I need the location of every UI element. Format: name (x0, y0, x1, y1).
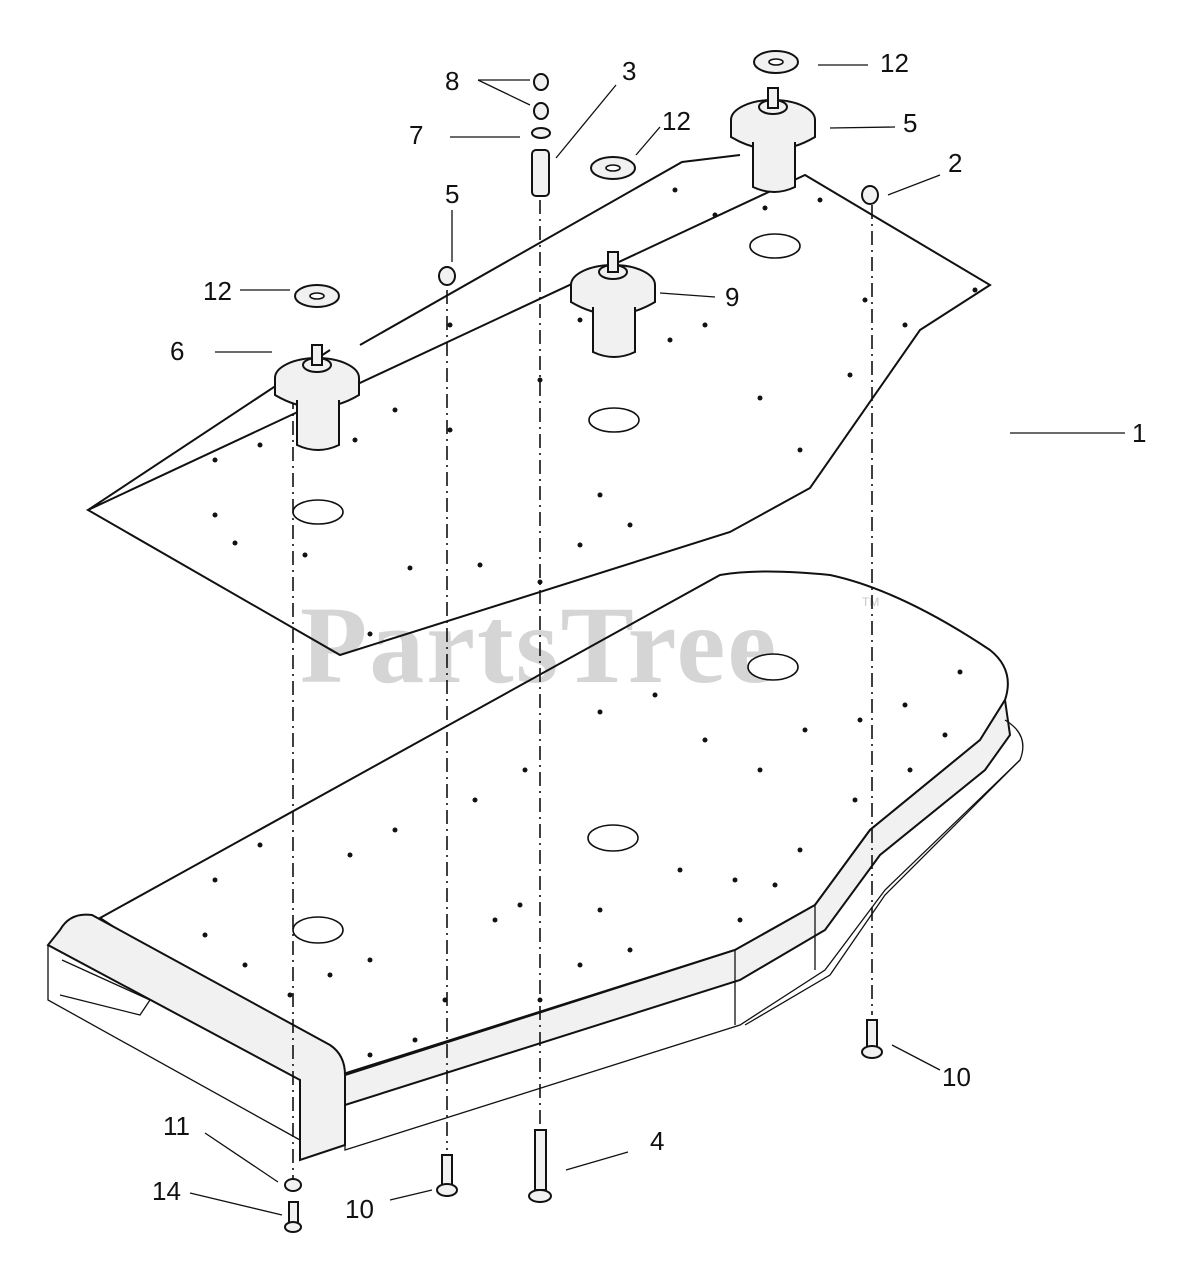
lock-nuts (438, 73, 879, 286)
callout-10-left: 10 (345, 1194, 374, 1224)
callout-6: 6 (170, 336, 184, 366)
callout-1: 1 (1132, 418, 1146, 448)
deck-spindle-hole-left (292, 916, 344, 944)
callout-12-top: 12 (880, 48, 909, 78)
watermark-trademark: TM (862, 595, 879, 609)
callout-3: 3 (622, 56, 636, 86)
small-nut (284, 1178, 302, 1192)
deck-mounting-holes (202, 669, 963, 1058)
callout-12-left: 12 (203, 276, 232, 306)
deck-housing (46, 570, 1024, 1162)
callout-4: 4 (650, 1126, 664, 1156)
callout-12-center: 12 (662, 106, 691, 136)
callout-labels: 1 2 3 4 5 5 6 7 8 9 10 10 11 12 12 12 14 (152, 48, 1146, 1224)
spindle-assembly-right (730, 87, 816, 193)
callout-2: 2 (948, 148, 962, 178)
deck-front-bumper (46, 913, 346, 1162)
callout-9: 9 (725, 282, 739, 312)
callout-leaders (189, 64, 1125, 1216)
callout-7: 7 (409, 120, 423, 150)
spindle-cap-washers (294, 50, 799, 308)
cover-hole-center (588, 407, 640, 433)
callout-10-right: 10 (942, 1062, 971, 1092)
cover-hole-right (749, 233, 801, 259)
deck-spindle-hole-center (587, 824, 639, 852)
spindle-assembly-center (570, 251, 656, 358)
callout-11: 11 (163, 1111, 190, 1141)
callout-8: 8 (445, 66, 459, 96)
flat-washer (531, 127, 551, 139)
watermark: PartsTree (300, 584, 778, 706)
assembly-center-lines (292, 200, 873, 1180)
spacer-tube (531, 149, 550, 197)
callout-14: 14 (152, 1176, 181, 1206)
deck-spindle-hole-right (747, 653, 799, 681)
callout-5-spindle: 5 (903, 108, 917, 138)
deck-top-outline (98, 570, 1009, 1077)
small-bolt (284, 1201, 302, 1233)
carriage-bolts (436, 1019, 883, 1203)
deck-cover-plate (85, 154, 992, 657)
cover-mounting-holes (212, 187, 978, 637)
cover-hole-left (292, 499, 344, 525)
callout-5-bolt: 5 (445, 179, 459, 209)
spindle-assembly-left (274, 344, 360, 451)
